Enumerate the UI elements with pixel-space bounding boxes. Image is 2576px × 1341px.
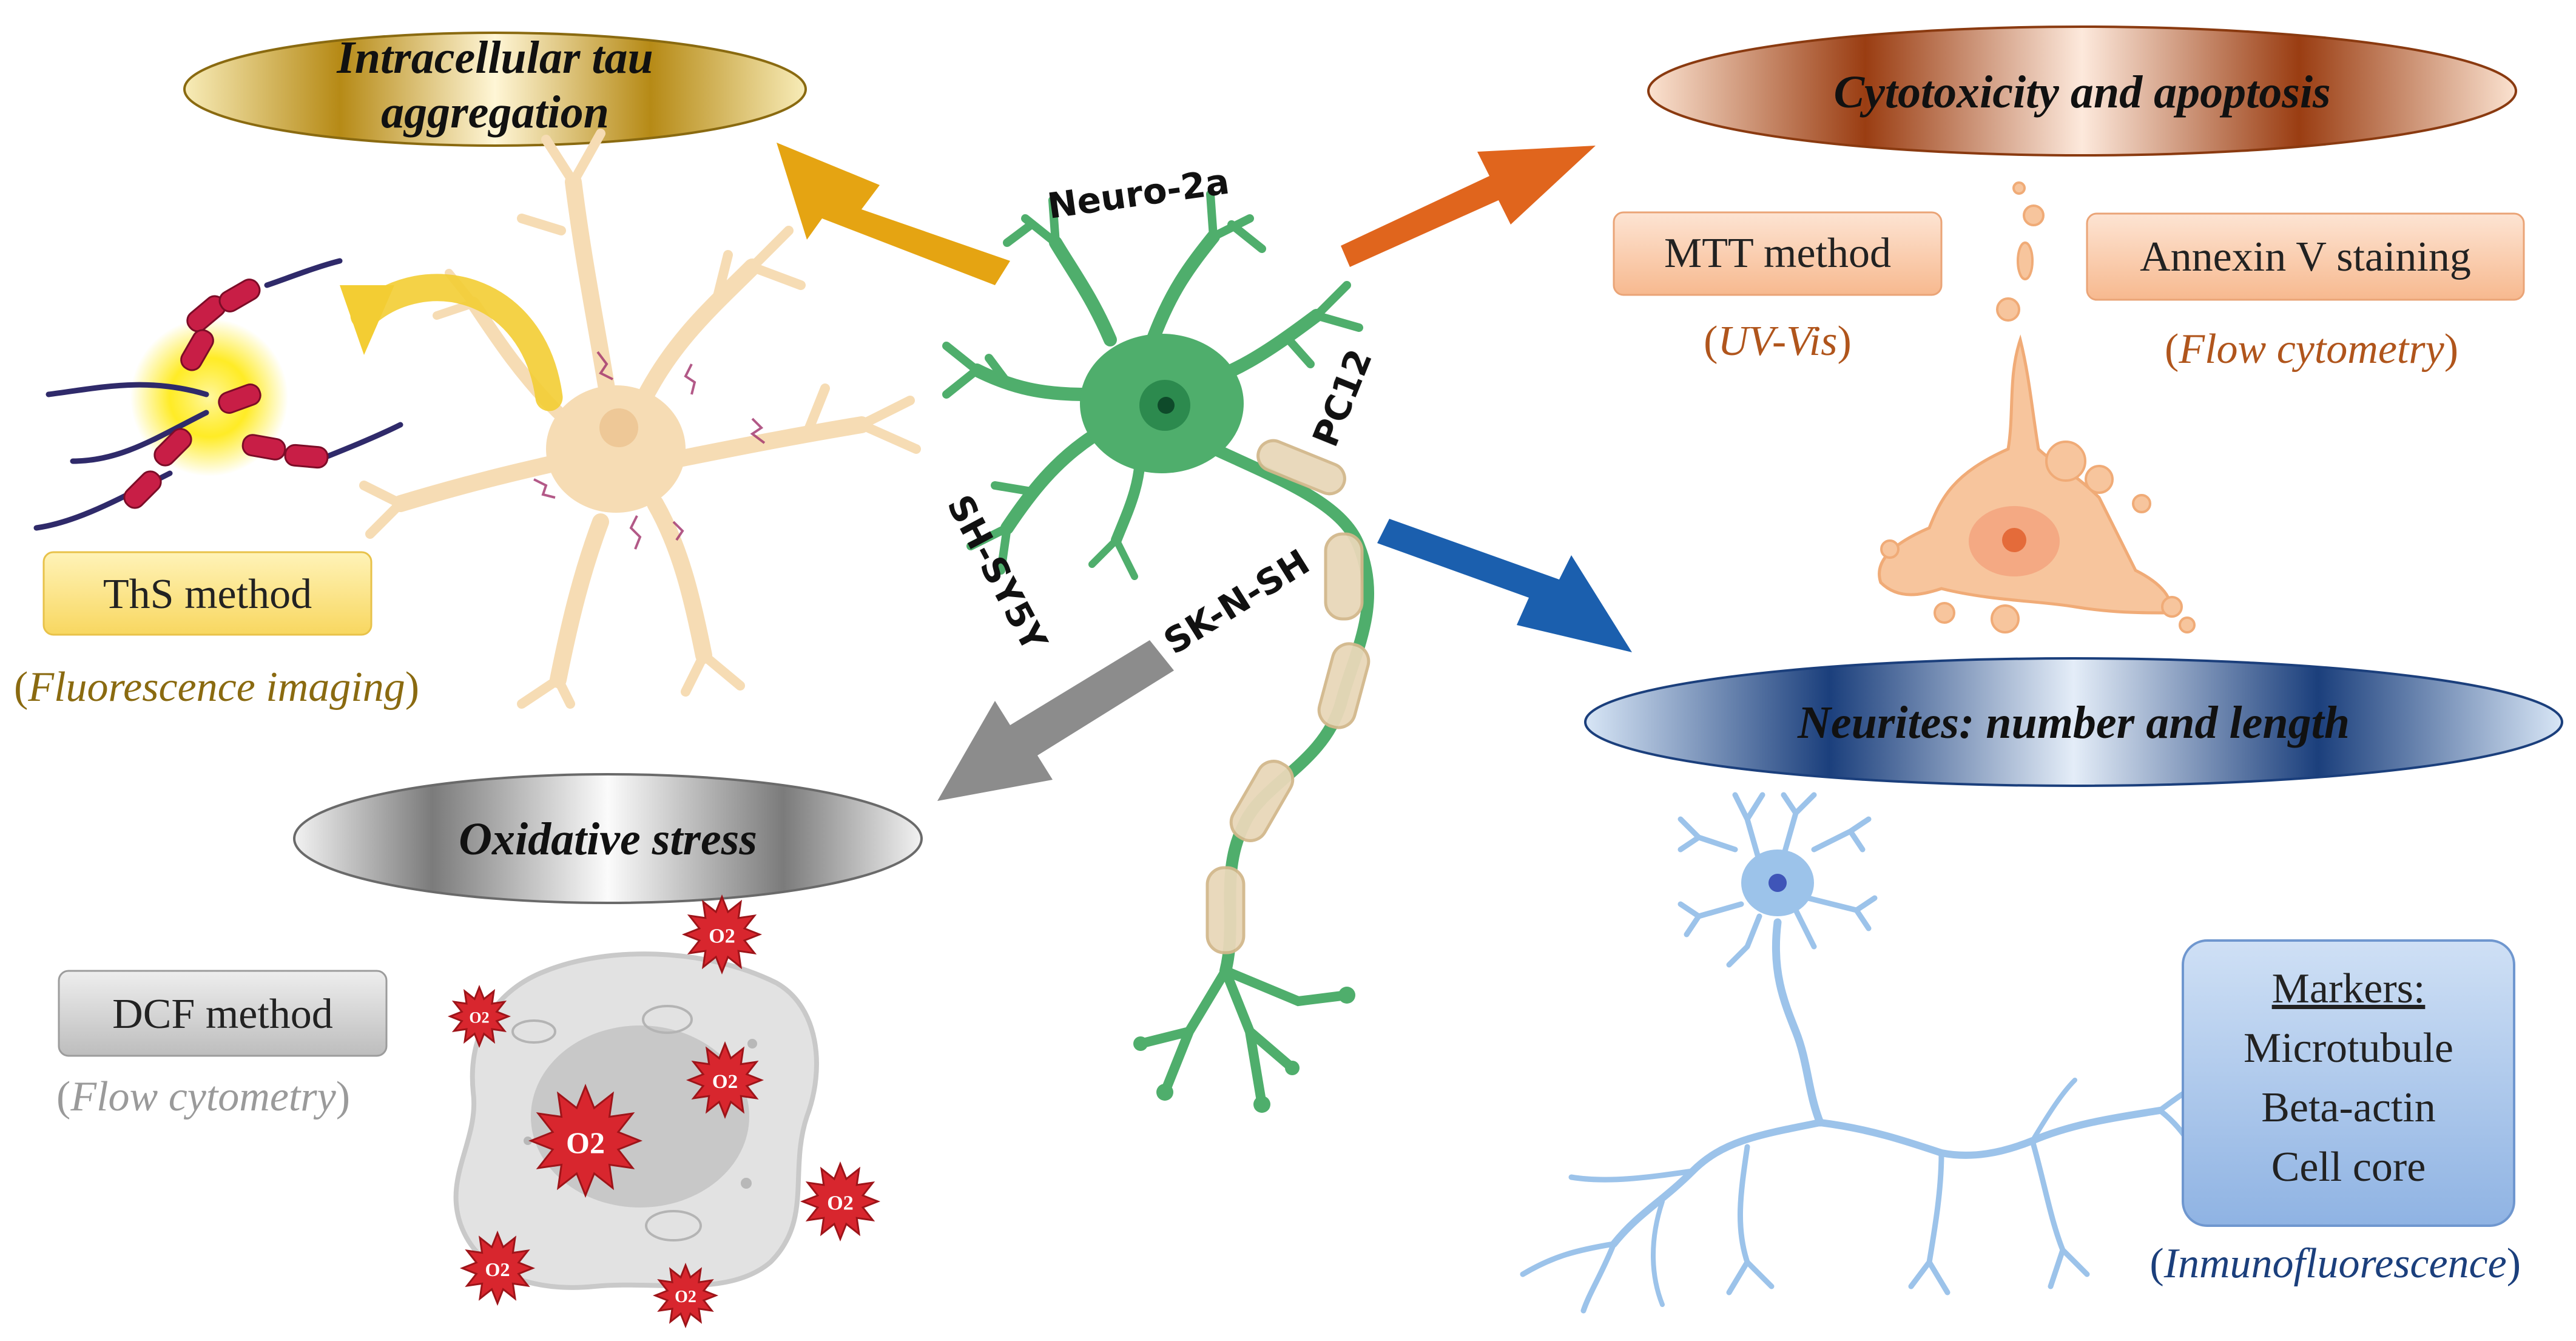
neurites-title: Neurites: number and length xyxy=(1797,697,2350,748)
apoptotic-cell-icon xyxy=(1878,181,2196,633)
markers-box: Markers: Microtubule Beta-actin Cell cor… xyxy=(2182,939,2515,1227)
ros-label: O2 xyxy=(675,1288,696,1306)
marker-item: Microtubule xyxy=(2244,1025,2453,1072)
neurite-neuron-icon xyxy=(1520,792,2224,1314)
dcf-method-box: DCF method xyxy=(58,970,388,1057)
cell-line-sknsh: SK-N-SH xyxy=(1156,541,1317,663)
ros-burst-icon: O2 xyxy=(459,1230,536,1306)
ros-label: O2 xyxy=(485,1258,510,1280)
ros-burst-icon: O2 xyxy=(652,1262,719,1329)
neurites-title-ellipse: Neurites: number and length xyxy=(1584,657,2563,787)
cell-line-neuro2a: Neuro-2a xyxy=(1045,161,1232,227)
mtt-method-box: MTT method xyxy=(1613,211,1943,296)
cytotoxicity-title-ellipse: Cytotoxicity and apoptosis xyxy=(1647,25,2517,157)
cell-line-pc12: PC12 xyxy=(1304,343,1380,452)
mtt-method-label: MTT method xyxy=(1664,230,1891,277)
tau-title-line2: aggregation xyxy=(381,87,609,138)
cytotoxicity-title: Cytotoxicity and apoptosis xyxy=(1833,67,2330,118)
ros-label: O2 xyxy=(469,1009,489,1027)
oxidative-title-ellipse: Oxidative stress xyxy=(293,773,923,904)
tau-title-ellipse: Intracellular tau aggregation xyxy=(183,32,807,147)
ros-burst-icon: O2 xyxy=(447,984,511,1049)
arrow-to-tau xyxy=(777,143,1010,285)
ros-label: O2 xyxy=(712,1071,738,1093)
tau-technique: (Fluorescence imaging) xyxy=(14,664,419,711)
central-neuron-icon xyxy=(942,190,1374,1113)
annexin-staining-label: Annexin V staining xyxy=(2140,234,2471,280)
ros-burst-icon: O2 xyxy=(686,1041,764,1120)
markers-heading: Markers: xyxy=(2272,965,2426,1012)
dcf-technique: (Flow cytometry) xyxy=(56,1073,350,1120)
tau-title-line1: Intracellular tau xyxy=(336,32,653,83)
ros-label: O2 xyxy=(709,925,735,948)
ths-method-box: ThS method xyxy=(42,551,373,636)
marker-item: Cell core xyxy=(2271,1144,2426,1191)
neurites-technique: (Inmunofluorescence) xyxy=(2149,1240,2521,1287)
tau-curved-arrow xyxy=(350,274,563,411)
ros-burst-icon: O2 xyxy=(800,1161,881,1242)
annexin-staining-box: Annexin V staining xyxy=(2086,212,2525,301)
oxidative-title: Oxidative stress xyxy=(459,814,757,865)
ros-burst-icon: O2 xyxy=(681,894,763,975)
ros-burst-icon: O2 xyxy=(528,1083,643,1198)
ros-label: O2 xyxy=(566,1126,605,1160)
dcf-method-label: DCF method xyxy=(112,991,333,1038)
tau-curved-arrowhead xyxy=(340,285,394,355)
arrow-to-oxidative xyxy=(937,640,1174,801)
ros-label: O2 xyxy=(827,1192,853,1215)
arrow-to-cytotoxicity xyxy=(1341,146,1596,267)
tau-fibril-icon xyxy=(33,258,403,531)
ths-method-label: ThS method xyxy=(103,571,312,618)
arrow-to-neurites xyxy=(1377,519,1632,652)
annexin-technique: (Flow cytometry) xyxy=(2165,326,2458,373)
stressed-cell-icon xyxy=(453,951,819,1290)
marker-item: Beta-actin xyxy=(2261,1084,2436,1131)
cell-line-shsy5y: SH-SY5Y xyxy=(939,488,1056,658)
mtt-technique: (UV-Vis) xyxy=(1704,318,1852,365)
